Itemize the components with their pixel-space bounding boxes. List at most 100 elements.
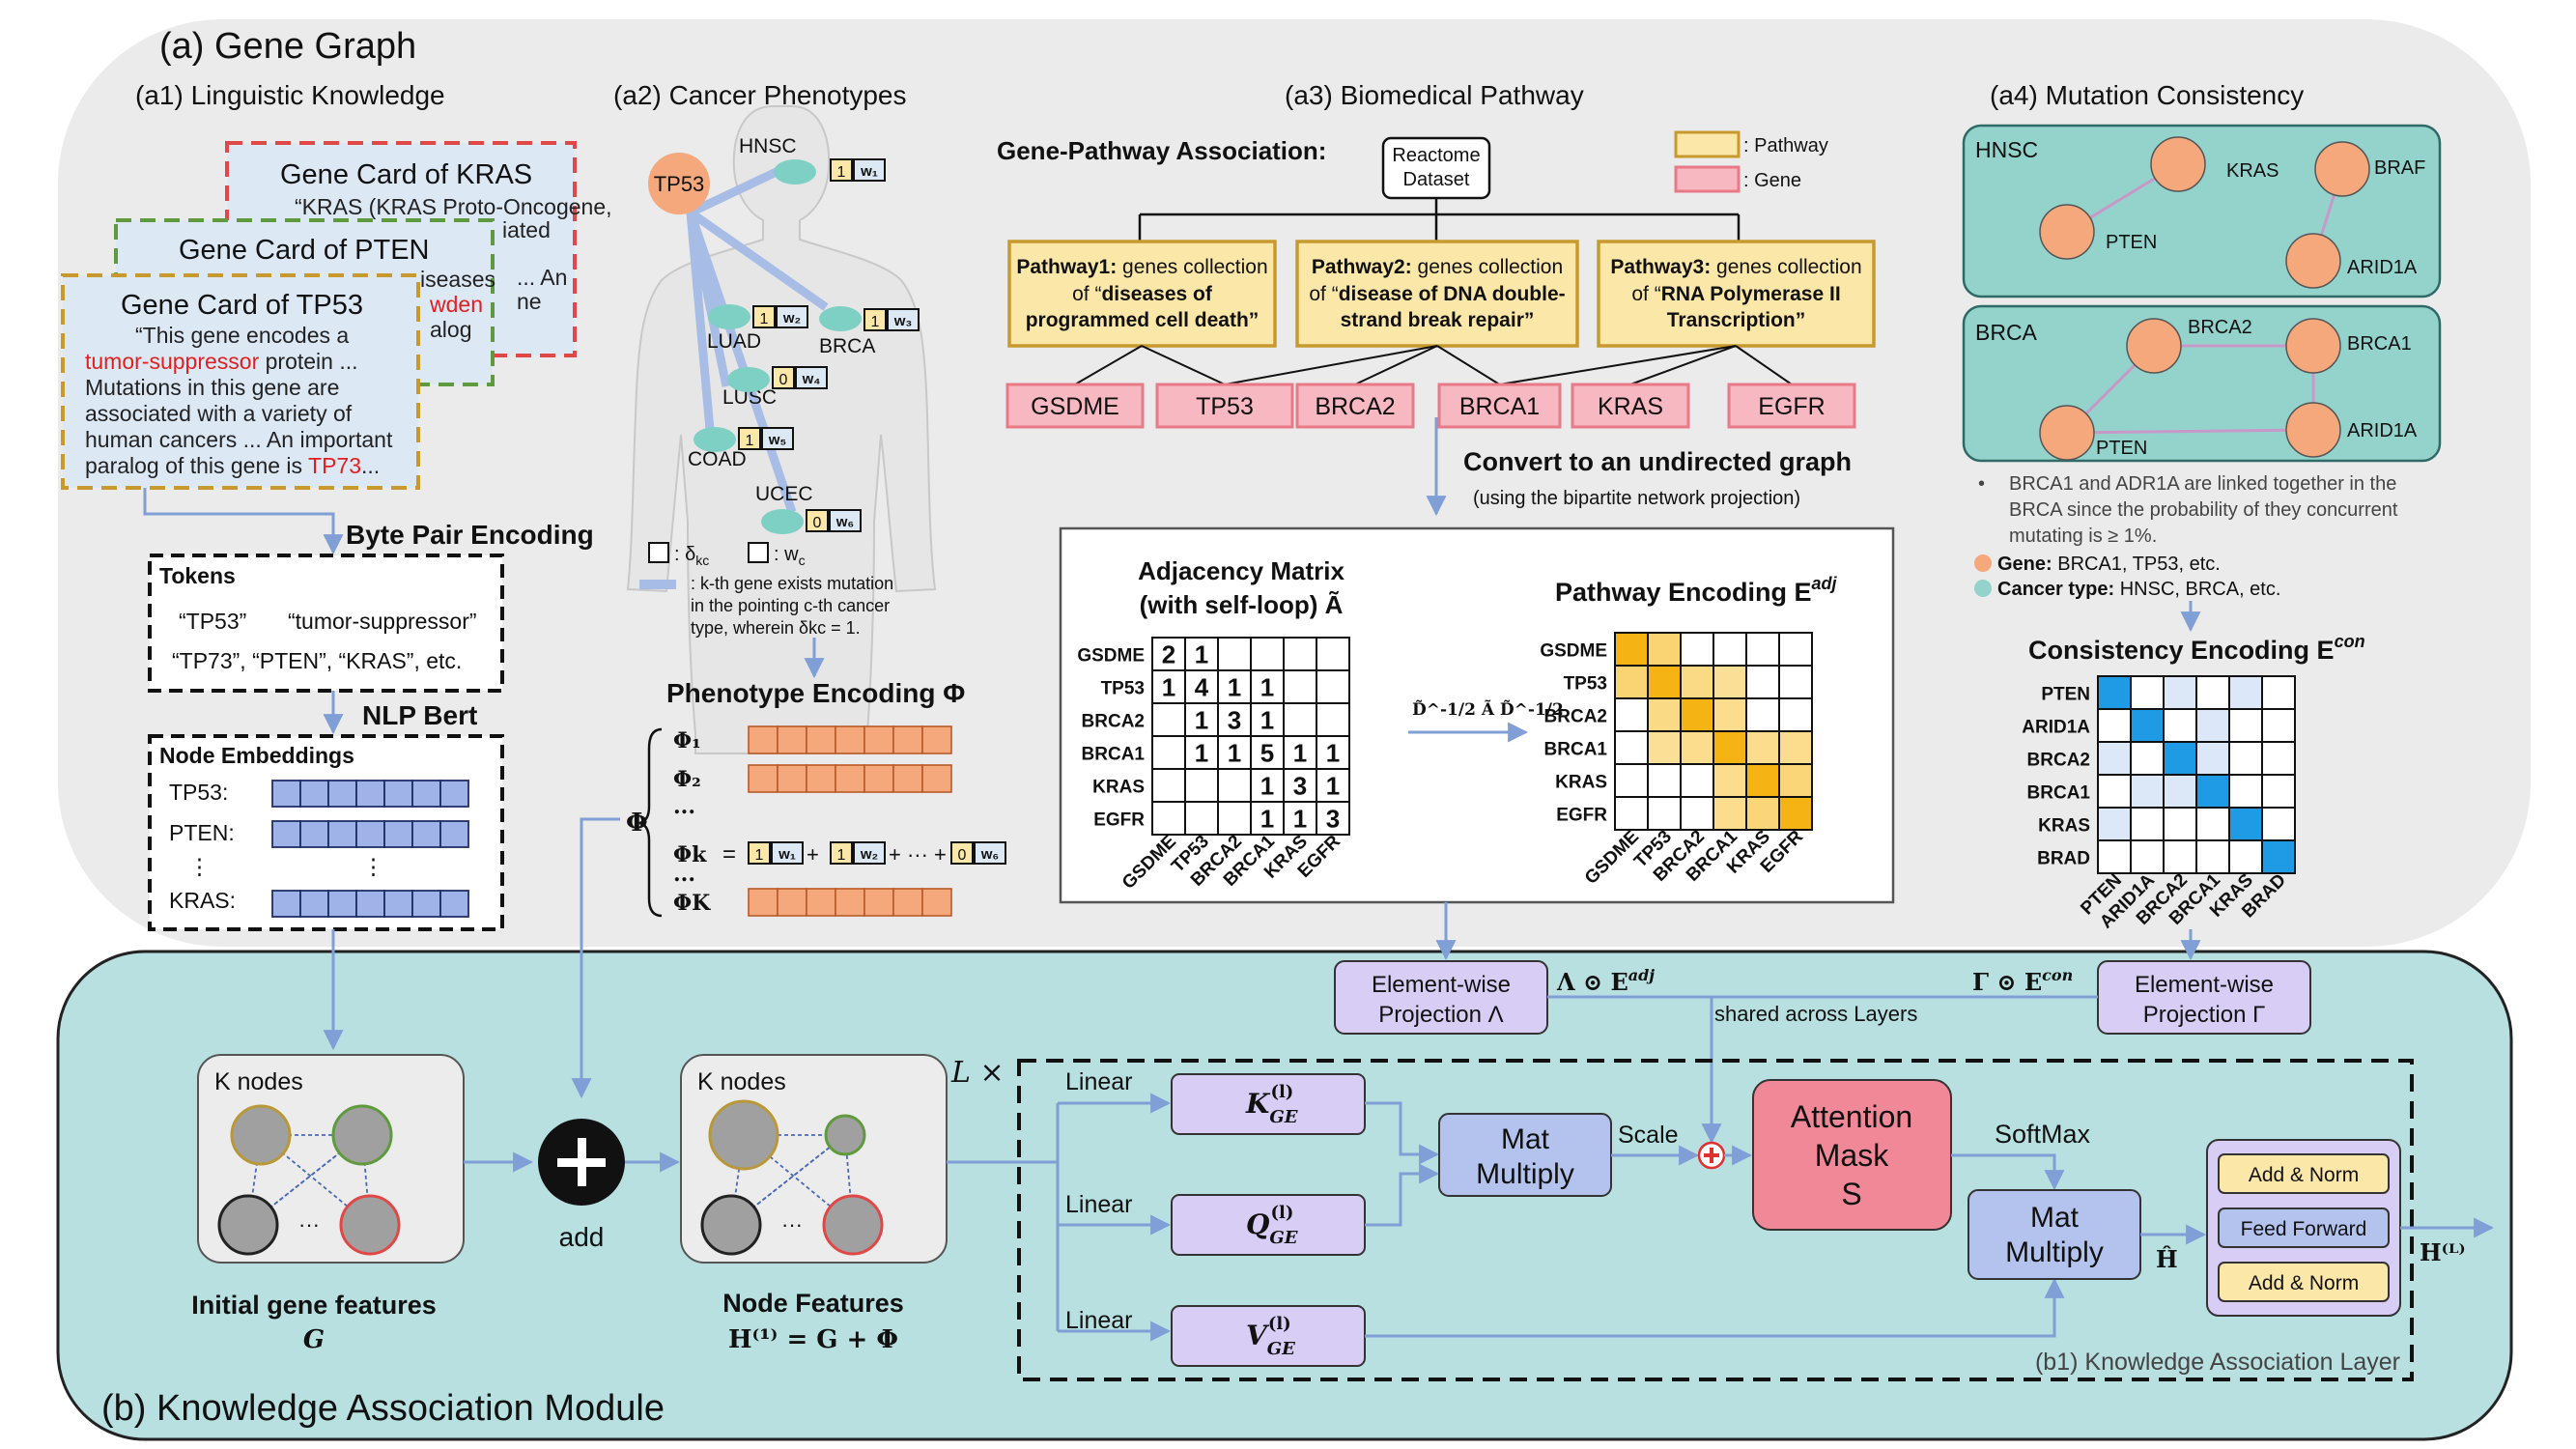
gene-graph-panel: [58, 19, 2531, 947]
emb-row-dots: ⋮: [188, 854, 211, 879]
phi-cell: [892, 725, 923, 754]
node-features-eq: H⁽¹⁾ = G + Φ: [728, 1325, 898, 1354]
pathway-line1: Pathway3: genes collection: [1610, 256, 1861, 278]
phi-row-label: ΦK: [673, 891, 711, 916]
matrix-cell: [2228, 807, 2263, 841]
phi-cell: [835, 725, 865, 754]
phi-eq-delta: [830, 841, 853, 865]
embedding-cell: [327, 820, 357, 848]
h-hat-label: Ĥ: [2156, 1245, 2178, 1273]
matrix-cell: [1778, 665, 1813, 699]
cancer-ellipse: [761, 509, 804, 534]
matrix-cell: [1217, 669, 1252, 704]
phi-to-add-arrow: [571, 817, 620, 1099]
k-box-label: KGE(l): [1245, 1082, 1298, 1127]
matrix-cell: [2163, 839, 2197, 874]
embedding-cell: [383, 820, 413, 848]
matrix-cell: [1745, 665, 1780, 699]
matrix-cell: [1647, 730, 1682, 765]
matrix-value: 1: [1228, 739, 1241, 768]
hnsc-label: HNSC: [1975, 137, 2038, 162]
pathway-line2: of “RNA Polymerase II: [1631, 283, 1840, 305]
delta-value: 1: [871, 314, 880, 330]
matrix-cell: [1614, 632, 1649, 667]
brca-gene-label: PTEN: [2096, 438, 2147, 459]
matrix-cell: [1713, 697, 1747, 732]
tokens-box: [148, 554, 504, 693]
pe-title: Pathway Encoding Eadj: [1555, 574, 1838, 607]
note-line3: mutating is ≥ 1%.: [2009, 526, 2157, 547]
matrix-cell: [1250, 669, 1285, 704]
emb-row-tp53: TP53:: [169, 780, 228, 805]
phi-cell: [748, 725, 778, 754]
matrix-value: 1: [1260, 673, 1274, 702]
delta-value: 1: [837, 164, 846, 181]
matrix-cell: [1316, 735, 1350, 770]
embedding-cell: [355, 890, 385, 918]
legend-pathway: : Pathway: [1743, 135, 1828, 156]
pathway-line3: programmed cell death”: [1026, 309, 1260, 331]
phi-cell: [806, 764, 836, 793]
normalize-label: D̃^-1/2 Ã D̃^-1/2: [1412, 698, 1564, 720]
matrix-row-label: BRCA1: [2027, 782, 2091, 803]
phenotype-arrow-line: [686, 212, 715, 431]
matrix-value: 1: [1326, 739, 1340, 768]
matrix-cell: [1745, 730, 1780, 765]
reactome-line2: Dataset: [1403, 169, 1470, 190]
projection-merge-lines: [1547, 995, 2098, 1140]
matrix-cell: [2130, 741, 2165, 776]
attention-to-matmul2-arrow: [1951, 1153, 2065, 1191]
pathway-gene-link: [1499, 345, 1737, 385]
legend-w: : wc: [774, 544, 806, 568]
matrix-cell: [1647, 796, 1682, 831]
weight-label: w₁: [860, 163, 878, 180]
matrix-cell: [1614, 763, 1649, 798]
matrix-row-label: BRCA2: [1544, 706, 1607, 726]
knode: [824, 1114, 866, 1156]
emb-row-kras: KRAS:: [169, 888, 236, 913]
knode: [217, 1194, 279, 1256]
card-tp53-line2: tumor-suppressor protein ...: [85, 349, 358, 374]
weight-label: w₄: [802, 371, 821, 387]
matrix-cell: [1250, 702, 1285, 737]
pathway-gene-link: [1224, 345, 1438, 385]
phenotype-arrow-line: [689, 164, 784, 217]
matrix-cell: [1745, 632, 1780, 667]
ce-title: Consistency Encoding Econ: [2028, 632, 2365, 665]
phi-eq-weight-val: w₁: [778, 846, 796, 863]
phi-eq-weight-val: w₂: [860, 846, 878, 863]
legend-pathway-box: [1674, 130, 1741, 158]
embedding-cell: [439, 820, 469, 848]
cancer-ellipse: [819, 306, 862, 331]
embedding-cell: [355, 820, 385, 848]
matrix-cell: [1713, 730, 1747, 765]
gene-box-label: KRAS: [1598, 393, 1663, 420]
weight-label: w₃: [893, 313, 913, 329]
matrix-cell: [2097, 774, 2132, 809]
feedforward-label: Feed Forward: [2241, 1218, 2367, 1240]
emb-row-pten: PTEN:: [169, 820, 235, 845]
weight-box: [795, 366, 828, 389]
knodes-label-1: K nodes: [214, 1068, 303, 1095]
addnorm2-label: Add & Norm: [2249, 1272, 2359, 1294]
a3-title: (a3) Biomedical Pathway: [1285, 80, 1584, 110]
linear-label-q: Linear: [1065, 1191, 1133, 1218]
legend-cancer-a4: Cancer type: HNSC, BRCA, etc.: [1997, 579, 2280, 600]
embedding-cell: [327, 890, 357, 918]
phi-cell: [892, 764, 923, 793]
matrix-cell: [1614, 697, 1649, 732]
pathway-gene-link: [1735, 345, 1793, 385]
knodes-graph-initial: ···: [217, 1104, 401, 1256]
gene-box-label: BRCA2: [1315, 393, 1395, 420]
phi-eq-delta: [748, 841, 771, 865]
brca-gene-label: BRCA1: [2347, 333, 2412, 355]
matrix-cell: [1745, 796, 1780, 831]
matrix-value: 1: [1260, 706, 1274, 735]
cancer-label: LUAD: [707, 330, 761, 353]
gpa-label: Gene-Pathway Association:: [997, 136, 1326, 165]
legend-gene-a4: Gene: BRCA1, TP53, etc.: [1997, 554, 2221, 575]
delta-box: [752, 305, 776, 328]
phi-eq-sign: =: [722, 841, 736, 867]
matrix-cell: [1680, 763, 1714, 798]
